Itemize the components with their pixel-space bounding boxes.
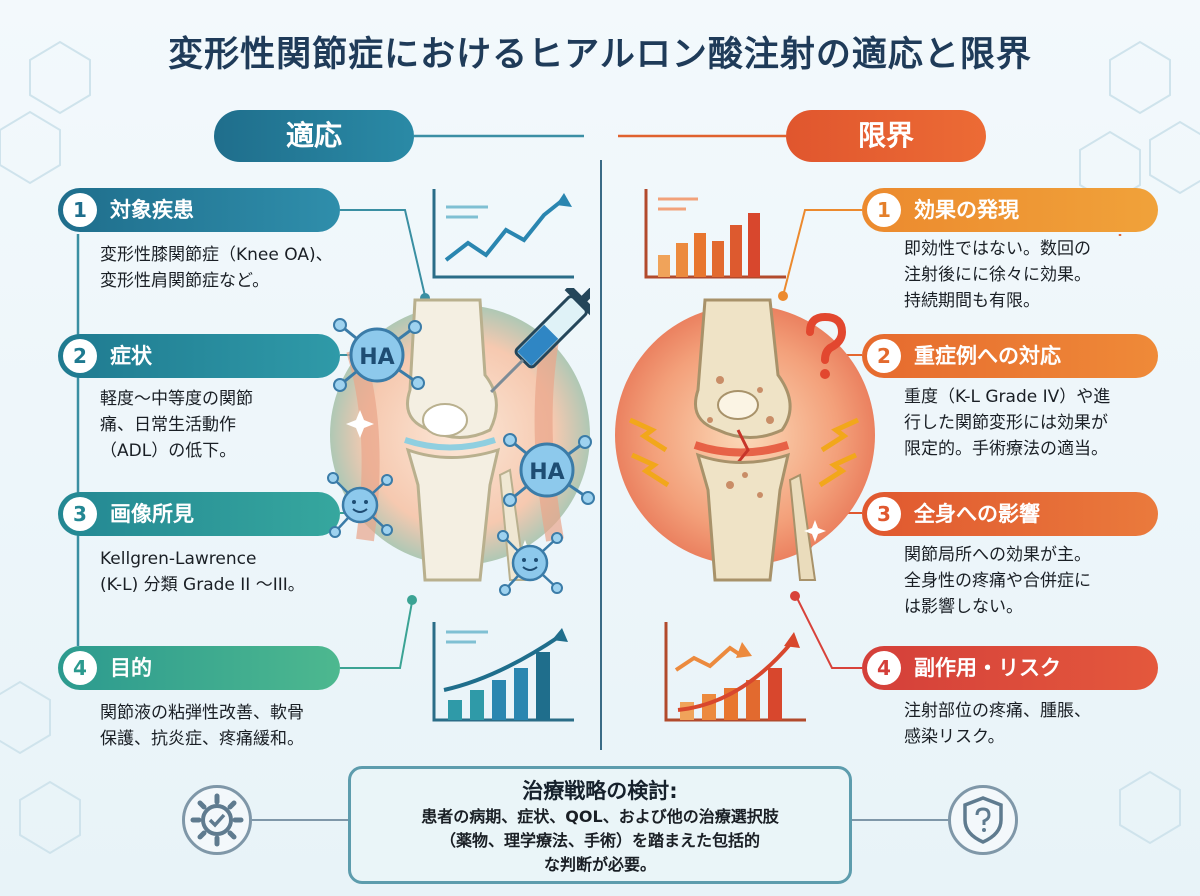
indication-item-2-text: 軽度〜中等度の関節 痛、日常生活動作 （ADL）の低下。 <box>100 389 253 461</box>
ha-label: HA <box>359 345 394 370</box>
ha-molecule-icon: HA <box>503 433 595 507</box>
indication-item-3-text: Kellgren-Lawrence (K-L) 分類 Grade II 〜III… <box>100 549 305 595</box>
page-title: 変形性関節症におけるヒアルロン酸注射の適応と限界 <box>168 35 1032 75</box>
indication-item-3-header: 3 画像所見 <box>58 492 340 536</box>
item-number: 2 <box>867 339 901 373</box>
trend-chart-icon <box>432 189 574 279</box>
item-number: 4 <box>867 651 901 685</box>
shield-question-icon <box>948 785 1018 855</box>
indication-item-2-header: 2 症状 <box>58 334 340 378</box>
item-label: 重症例への対応 <box>914 344 1061 368</box>
limitation-item-1-header: 1 効果の発現 <box>862 188 1158 232</box>
item-label: 画像所見 <box>110 502 194 526</box>
ha-molecule-icon: HA <box>333 318 425 392</box>
trend-chart-icon <box>664 622 806 722</box>
question-mark-icon <box>806 312 847 379</box>
strategy-title: 治療戦略の検討: <box>522 779 678 803</box>
item-number: 3 <box>867 497 901 531</box>
item-label: 全身への影響 <box>914 502 1040 526</box>
smiling-molecule-icon <box>497 530 563 596</box>
bar-chart-icon <box>644 189 786 279</box>
damaged-knee-illustration <box>615 298 875 582</box>
strategy-body: 患者の病期、症状、QOL、および他の治療選択肢 （薬物、理学療法、手術）を踏まえ… <box>421 807 779 874</box>
ha-label: HA <box>529 460 564 485</box>
limitation-item-2-text: 重度（K-L Grade IV）や進 行した関節変形には効果が 限定的。手術療法… <box>904 387 1111 459</box>
item-label: 症状 <box>110 344 152 368</box>
limitation-item-2-header: 2 重症例への対応 <box>862 334 1158 378</box>
smiling-molecule-icon <box>327 472 393 538</box>
item-label: 副作用・リスク <box>914 656 1061 680</box>
syringe-icon <box>490 288 590 393</box>
limitation-item-3-header: 3 全身への影響 <box>862 492 1158 536</box>
indication-item-4-text: 関節液の粘弾性改善、軟骨 保護、抗炎症、疼痛緩和。 <box>100 703 304 749</box>
indication-item-1-text: 変形性膝関節症（Knee OA)、 変形性肩関節症など。 <box>100 245 333 291</box>
limitation-item-4-header: 4 副作用・リスク <box>862 646 1158 690</box>
indication-item-1-header: 1 対象疾患 <box>58 188 340 232</box>
item-label: 目的 <box>110 656 152 680</box>
limitation-item-3-text: 関節局所への効果が主。 全身性の疼痛や合併症に は影響しない。 <box>904 545 1091 617</box>
bar-chart-icon <box>432 622 574 722</box>
item-number: 2 <box>63 339 97 373</box>
item-number: 4 <box>63 651 97 685</box>
indication-item-4-header: 4 目的 <box>58 646 340 690</box>
gear-check-icon <box>182 785 252 855</box>
item-number: 1 <box>63 193 97 227</box>
item-label: 対象疾患 <box>110 198 194 222</box>
limitation-item-1-text: 即効性ではない。数回の 注射後にに徐々に効果。 持続期間も有限。 <box>904 239 1091 311</box>
section-heading-limitation: 限界 <box>786 110 986 162</box>
section-heading-indication: 適応 <box>214 110 414 162</box>
item-number: 1 <box>867 193 901 227</box>
item-number: 3 <box>63 497 97 531</box>
treatment-strategy-box: 治療戦略の検討: 患者の病期、症状、QOL、および他の治療選択肢 （薬物、理学療… <box>348 766 852 884</box>
item-label: 効果の発現 <box>914 198 1019 222</box>
limitation-item-4-text: 注射部位の疼痛、腫脹、 感染リスク。 <box>904 701 1091 747</box>
